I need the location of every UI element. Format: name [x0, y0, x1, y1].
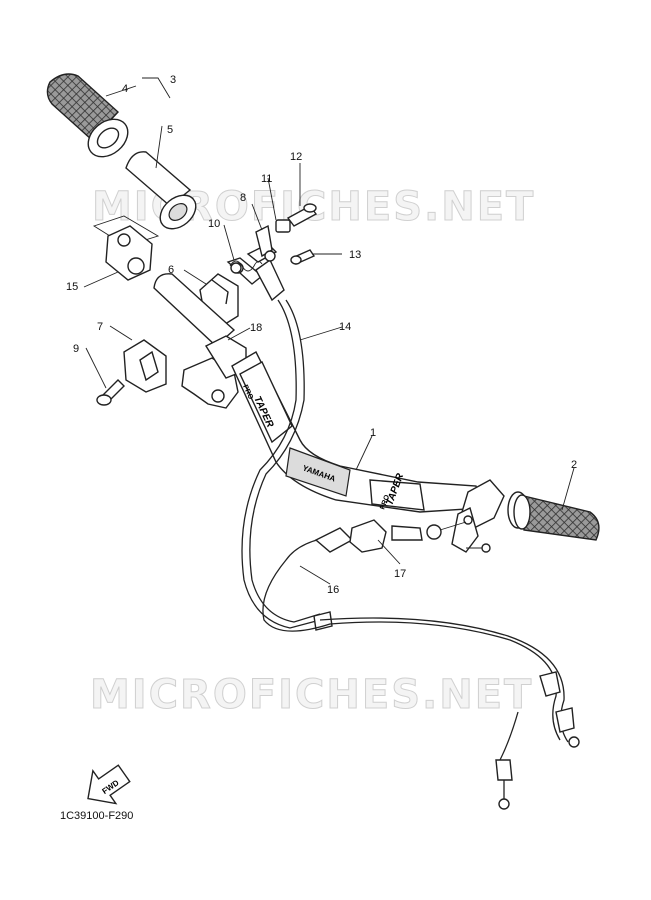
bolt-12 — [286, 203, 318, 227]
diagram-code: 1C39100-F290 — [60, 810, 133, 822]
leader-lines — [83, 77, 575, 585]
screw-13 — [290, 249, 316, 265]
handlebar-left-end — [153, 273, 236, 347]
callout-8: 8 — [240, 192, 246, 204]
callout-13: 13 — [349, 249, 361, 261]
callout-15: 15 — [66, 281, 78, 293]
callout-16: 16 — [327, 584, 339, 596]
callout-17: 17 — [394, 568, 406, 580]
right-lever-bracket — [451, 479, 505, 553]
callout-2: 2 — [571, 459, 577, 471]
callout-5: 5 — [167, 124, 173, 136]
callout-9: 9 — [73, 343, 79, 355]
fwd-arrow: FWD — [87, 764, 131, 805]
throttle-tube — [125, 151, 197, 230]
callout-11: 11 — [261, 173, 272, 185]
callout-4: 4 — [122, 83, 128, 95]
lever-8 — [255, 224, 276, 262]
right-grip — [507, 491, 600, 541]
cable-adjuster — [349, 519, 467, 553]
watermark-bottom: MICROFICHES.NET — [90, 672, 533, 718]
callout-10: 10 — [208, 218, 220, 230]
callout-18: 18 — [250, 322, 262, 334]
housing-lower — [123, 339, 167, 393]
callout-6: 6 — [168, 264, 174, 276]
callout-1: 1 — [370, 427, 376, 439]
throttle-housing-upper — [92, 215, 160, 281]
callout-14: 14 — [339, 321, 351, 333]
callout-7: 7 — [97, 321, 103, 333]
handlebar-pro-right: PRO — [379, 494, 391, 511]
bolt-9 — [96, 379, 125, 406]
callout-12: 12 — [290, 151, 302, 163]
callout-numbers: 1 2 3 4 5 6 7 8 9 10 11 12 13 14 15 16 1… — [66, 74, 577, 596]
spring-10 — [229, 260, 263, 274]
handlebar: YAMAHA TAPER PRO TAPER PRO — [231, 351, 483, 513]
left-grip — [46, 73, 129, 158]
clutch-cable — [262, 527, 580, 810]
callout-3: 3 — [170, 74, 176, 86]
nut-11 — [275, 219, 291, 233]
